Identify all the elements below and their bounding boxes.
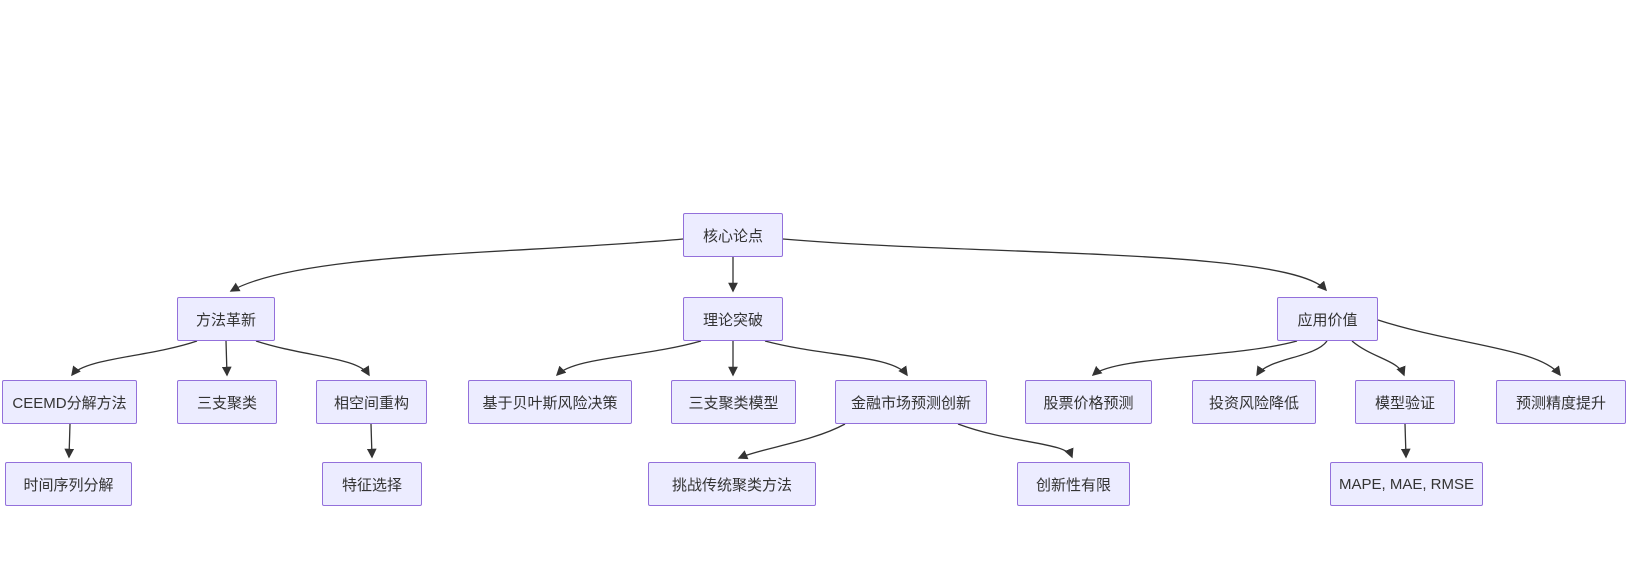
edge-theory-breakthrough-to-financial-market-prediction-innovation — [764, 340, 908, 377]
edge-method-innovation-to-phase-space-reconstruction — [255, 340, 370, 377]
edge-application-value-to-stock-price-prediction — [1091, 340, 1298, 376]
node-time-series-decomposition: 时间序列分解 — [5, 462, 132, 506]
node-core-thesis: 核心论点 — [683, 213, 783, 257]
node-application-value: 应用价值 — [1277, 297, 1378, 341]
edge-financial-market-prediction-innovation-to-challenge-traditional-clustering — [737, 423, 846, 460]
node-limited-innovation: 创新性有限 — [1017, 462, 1130, 506]
node-three-way-clustering-model: 三支聚类模型 — [671, 380, 796, 424]
node-phase-space-reconstruction: 相空间重构 — [316, 380, 427, 424]
edge-theory-breakthrough-to-bayesian-risk-decision — [555, 340, 702, 377]
edge-application-value-to-model-validation — [1351, 340, 1406, 377]
edge-application-value-to-prediction-accuracy-improvement — [1377, 319, 1561, 377]
node-three-way-clustering: 三支聚类 — [177, 380, 277, 424]
edge-core-thesis-to-application-value — [782, 238, 1327, 292]
node-ceemd-decomposition: CEEMD分解方法 — [2, 380, 137, 424]
node-challenge-traditional-clustering: 挑战传统聚类方法 — [648, 462, 816, 506]
edge-phase-space-reconstruction-to-feature-selection — [366, 423, 377, 459]
node-stock-price-prediction: 股票价格预测 — [1025, 380, 1152, 424]
edge-model-validation-to-evaluation-metrics — [1400, 423, 1411, 459]
edge-application-value-to-investment-risk-reduction — [1256, 340, 1328, 377]
node-theory-breakthrough: 理论突破 — [683, 297, 783, 341]
node-financial-market-prediction-innovation: 金融市场预测创新 — [835, 380, 987, 424]
node-bayesian-risk-decision: 基于贝叶斯风险决策 — [468, 380, 632, 424]
edge-ceemd-decomposition-to-time-series-decomposition — [64, 423, 75, 459]
node-prediction-accuracy-improvement: 预测精度提升 — [1496, 380, 1626, 424]
node-evaluation-metrics: MAPE, MAE, RMSE — [1330, 462, 1483, 506]
node-investment-risk-reduction: 投资风险降低 — [1192, 380, 1316, 424]
edge-core-thesis-to-method-innovation — [229, 238, 684, 292]
node-method-innovation: 方法革新 — [177, 297, 275, 341]
edge-method-innovation-to-ceemd-decomposition — [71, 340, 198, 377]
edge-financial-market-prediction-innovation-to-limited-innovation — [957, 423, 1074, 459]
edge-method-innovation-to-three-way-clustering — [221, 340, 232, 377]
node-feature-selection: 特征选择 — [322, 462, 422, 506]
node-model-validation: 模型验证 — [1355, 380, 1455, 424]
